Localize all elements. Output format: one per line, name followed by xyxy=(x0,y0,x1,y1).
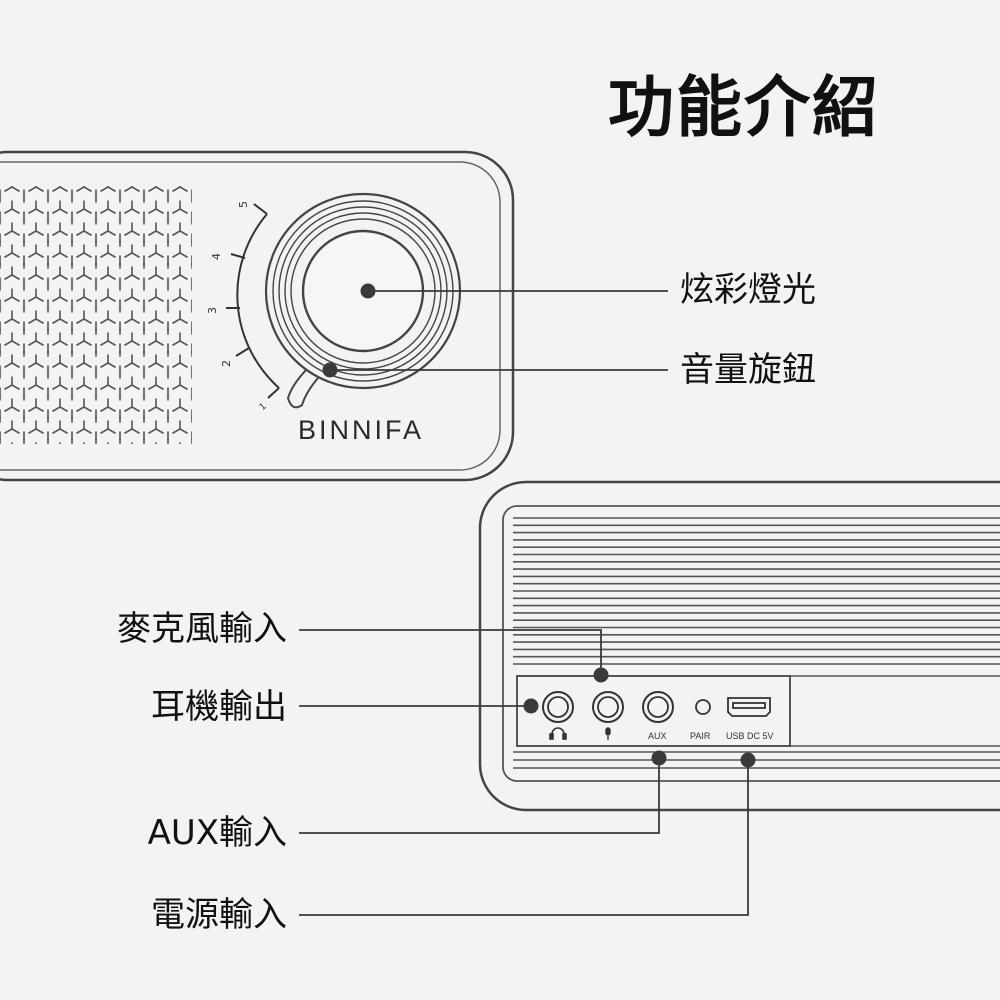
callout-headphone: 耳機輸出 xyxy=(151,687,287,727)
callout-lines xyxy=(299,290,749,916)
callout-aux: AUX輸入 xyxy=(147,813,287,853)
callout-dots xyxy=(322,283,756,768)
aux-dot xyxy=(651,750,667,766)
aux-port-label: AUX xyxy=(648,731,667,741)
volume-knob[interactable] xyxy=(264,192,462,409)
rear-vents-lower xyxy=(513,751,1000,769)
headphone-icon xyxy=(549,727,567,740)
callout-light: 炫彩燈光 xyxy=(680,270,816,310)
speaker-back: AUX PAIR USB DC 5V xyxy=(478,480,1000,812)
speaker-front: 1 2 3 4 5 BINNIFA xyxy=(0,150,515,482)
dial-mark-1: 1 xyxy=(258,402,269,413)
mic-dot xyxy=(593,667,609,683)
headphone-jack[interactable] xyxy=(542,691,574,723)
dial-mark-5: 5 xyxy=(237,201,250,208)
knob-pointer xyxy=(286,369,319,409)
callout-power: 電源輸入 xyxy=(151,895,287,935)
callout-mic: 麥克風輸入 xyxy=(117,609,287,649)
rear-vents xyxy=(513,517,1000,747)
brand-logo: BINNIFA xyxy=(298,415,424,445)
power-dot xyxy=(740,752,756,768)
usb-port[interactable] xyxy=(727,697,771,717)
light-dot xyxy=(360,283,376,299)
volume-scale xyxy=(226,203,280,399)
pair-button[interactable] xyxy=(695,699,711,715)
microphone-icon xyxy=(605,727,611,740)
usb-label: USB DC 5V xyxy=(726,731,774,741)
pair-label: PAIR xyxy=(690,731,711,741)
microphone-jack[interactable] xyxy=(592,691,624,723)
speaker-grille xyxy=(0,186,192,444)
callout-knob: 音量旋鈕 xyxy=(680,350,816,390)
dial-mark-4: 4 xyxy=(210,253,223,260)
page-title: 功能介紹 xyxy=(608,69,880,146)
aux-jack[interactable] xyxy=(642,691,674,723)
headphone-dot xyxy=(523,698,539,714)
dial-mark-3: 3 xyxy=(206,307,219,314)
dial-mark-2: 2 xyxy=(220,360,233,367)
knob-dot xyxy=(322,362,338,378)
